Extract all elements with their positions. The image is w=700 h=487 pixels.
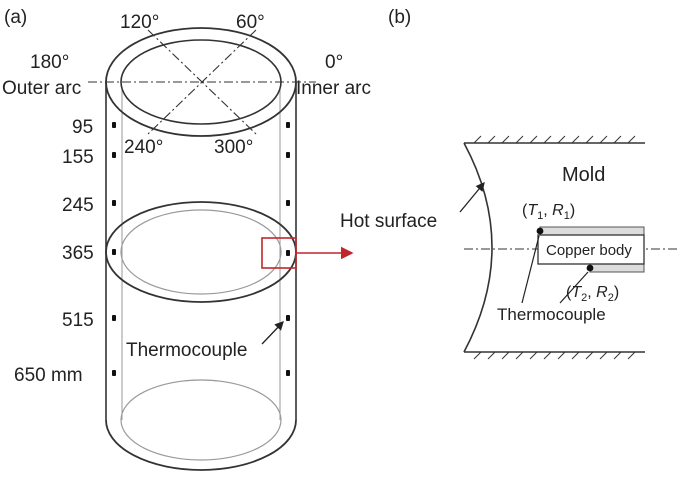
t1-r1-label: (T1, R1) [522,202,575,222]
tc-point-t2 [586,264,594,272]
tc-left-365 [112,249,116,255]
upper-channel [539,226,645,236]
tc-right-365 [286,250,290,256]
mold-label: Mold [562,164,605,186]
copper-body-label: Copper body [546,242,632,259]
top-face-axes [88,29,316,135]
thermocouple-points [112,122,290,376]
tc-left-95 [112,122,116,128]
hot-surface-curve [463,142,493,353]
tc-left-155 [112,152,116,158]
tc-right-650 [286,370,290,376]
mold-cylinder [105,27,297,471]
angle-60-label: 60° [236,12,265,33]
mid-section-inner [120,209,282,295]
hatch-top [473,135,636,144]
bottom-inner-ellipse [120,379,282,461]
tc-left-515 [112,315,116,321]
thermocouple-leader-b1 [521,235,540,304]
angle-300-label: 300° [214,137,253,158]
inner-arc-label: Inner arc [296,78,371,99]
angle-120-label: 120° [120,12,159,33]
depth-365-label: 365 [62,243,94,264]
tc-right-245 [286,200,290,206]
mid-section-outer [105,201,297,303]
mold-section [463,135,645,360]
hot-surface-label: Hot surface [340,211,437,232]
lower-channel [589,263,645,273]
tc-left-650 [112,370,116,376]
outer-arc-label: Outer arc [2,78,81,99]
t2-r2-label: (T2, R2) [566,284,619,304]
depth-155-label: 155 [62,147,94,168]
tc-right-155 [286,152,290,158]
tc-right-95 [286,122,290,128]
bottom-outer-arc [105,419,297,471]
panel-b-label: (b) [388,7,411,28]
depth-95-label: 95 [72,117,93,138]
depth-245-label: 245 [62,195,94,216]
tc-left-245 [112,200,116,206]
thermocouple-leader-b2 [559,271,589,304]
angle-180-label: 180° [30,52,69,73]
copper-body [537,234,645,265]
hatch-bottom [473,351,636,360]
tc-point-t1 [536,227,544,235]
thermocouple-leader-a [261,321,284,345]
angle-0-label: 0° [325,52,343,73]
depth-650-label: 650 mm [14,365,83,386]
thermocouple-label-b: Thermocouple [497,305,606,324]
angle-240-label: 240° [124,137,163,158]
hot-surface-leader [459,181,485,213]
thermocouple-label-a: Thermocouple [126,340,247,361]
tc-right-515 [286,315,290,321]
axis-60-240 [147,29,257,135]
depth-515-label: 515 [62,310,94,331]
panel-a-label: (a) [4,7,27,28]
